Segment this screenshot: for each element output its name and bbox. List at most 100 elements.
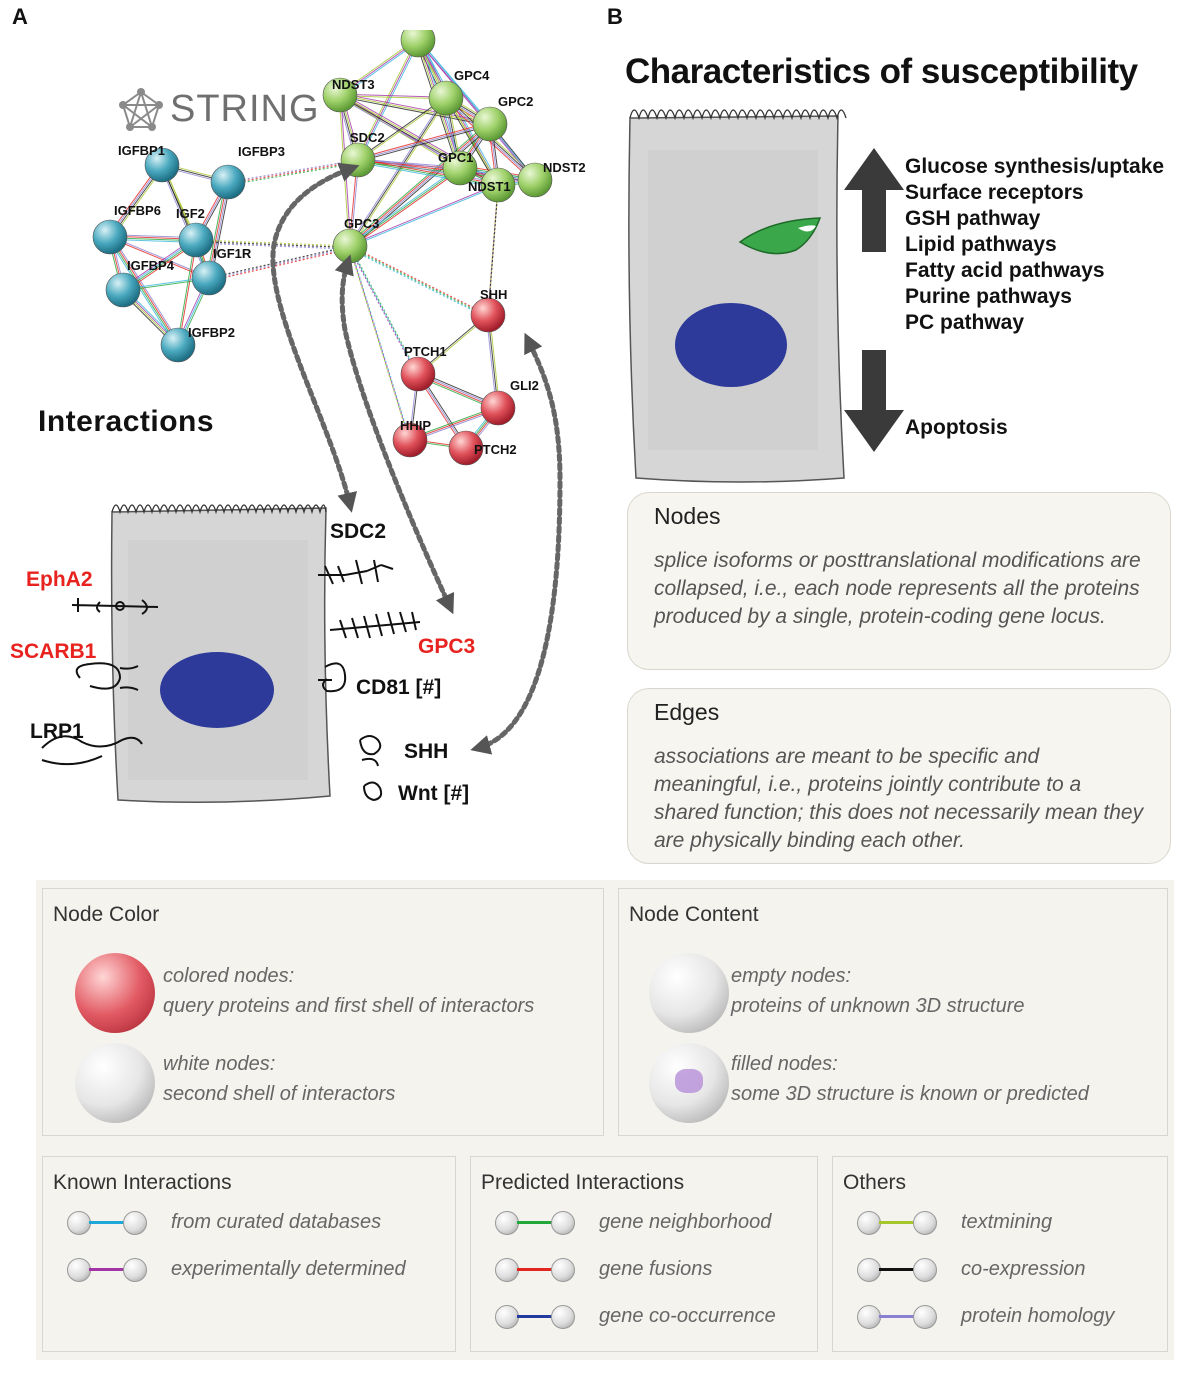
arrow-sdc2	[270, 162, 360, 513]
legend-interaction-label: gene co-occurrence	[599, 1305, 776, 1327]
network-edges	[107, 38, 537, 450]
edges-info-box: Edges associations are meant to be speci…	[627, 688, 1171, 864]
network-edge	[350, 124, 491, 247]
node-label-ptch2: PTCH2	[474, 442, 517, 457]
panel-label-b: B	[607, 4, 623, 29]
string-logo-text: STRING	[170, 88, 320, 130]
label-shh: SHH	[404, 740, 449, 763]
node-label-ptch1: PTCH1	[404, 344, 447, 359]
cell-b-nucleus	[675, 303, 787, 387]
node-gli2	[480, 390, 516, 426]
legend-text: white nodes:	[163, 1053, 276, 1075]
up-item: Surface receptors	[905, 181, 1084, 204]
legend-colored-nodes: colored nodes: query proteins and first …	[163, 961, 534, 1021]
network-edge	[351, 125, 492, 249]
node-label-hhip: HHIP	[400, 418, 431, 433]
edge-sample-gene-fusions	[495, 1256, 585, 1282]
node-igfbp4	[105, 272, 141, 308]
white-node-icon	[75, 1043, 155, 1123]
cell-a	[41, 504, 421, 803]
network-edge	[357, 160, 498, 187]
colored-node-icon	[75, 953, 155, 1033]
upregulated-list: Glucose synthesis/uptake Surface recepto…	[905, 154, 1164, 336]
legend-text: query proteins and first shell of intera…	[163, 995, 535, 1017]
node-label-shh: SHH	[480, 287, 507, 302]
down-arrow-icon	[844, 350, 904, 452]
arrow-shh	[470, 332, 563, 755]
node-label-ndst2: NDST2	[543, 160, 586, 175]
network-edge	[208, 246, 351, 281]
node-label-igf1r: IGF1R	[213, 246, 252, 261]
network-edge	[108, 237, 178, 346]
node-igf1r	[191, 260, 227, 296]
node-label-igf2: IGF2	[176, 206, 205, 221]
network-edge	[348, 96, 446, 246]
empty-node-icon	[649, 953, 729, 1033]
network-edge	[110, 235, 210, 278]
up-arrow-icon	[844, 148, 904, 252]
network-edge	[358, 98, 447, 162]
network-edge	[487, 187, 499, 319]
network-edge	[110, 236, 180, 345]
node-ndst3	[322, 77, 358, 113]
string-legend: Node Color colored nodes: query proteins…	[36, 880, 1174, 1360]
up-item: GSH pathway	[905, 207, 1041, 230]
node-label-gpc3: GPC3	[344, 216, 379, 231]
network-edge	[208, 248, 351, 282]
legend-text: filled nodes:	[731, 1053, 838, 1075]
network-edge	[358, 125, 491, 163]
dashed-arrows	[270, 162, 563, 755]
network-edge	[349, 123, 490, 246]
up-item: Fatty acid pathways	[905, 259, 1105, 282]
network-edge	[418, 39, 536, 180]
legend-known-title: Known Interactions	[53, 1171, 232, 1194]
network-edge	[358, 40, 420, 161]
legend-interaction-label: from curated databases	[171, 1211, 382, 1233]
node-gpc3	[332, 228, 368, 264]
legend-node-color: Node Color colored nodes: query proteins…	[42, 888, 604, 1136]
network-edge	[227, 159, 359, 183]
network-edge	[350, 168, 462, 248]
legend-interaction-label: gene fusions	[599, 1258, 713, 1280]
legend-node-content: Node Content empty nodes: proteins of un…	[618, 888, 1168, 1136]
edge-sample-textmining	[857, 1209, 947, 1235]
characteristics-title: Characteristics of susceptibility	[625, 52, 1138, 91]
label-scarb1: SCARB1	[10, 640, 97, 663]
label-lrp1: LRP1	[30, 720, 84, 743]
up-item: Glucose synthesis/uptake	[905, 155, 1165, 178]
network-edge	[340, 92, 491, 123]
string-network-diagram: NDST4NDST3GPC4GPC2SDC2GPC1NDST2NDST1GPC3…	[41, 30, 586, 803]
up-item: Lipid pathways	[905, 233, 1057, 256]
network-edge	[358, 158, 499, 185]
edge-sample-gene-neighborhood	[495, 1209, 585, 1235]
edge-sample-gene-co-occurrence	[495, 1303, 585, 1329]
legend-text: second shell of interactors	[163, 1083, 396, 1105]
network-edge	[111, 235, 181, 344]
network-edge	[357, 39, 419, 161]
legend-text: proteins of unknown 3D structure	[731, 995, 1025, 1017]
node-ndst2	[517, 162, 553, 198]
network-edge	[178, 240, 198, 346]
node-label-ndst1: NDST1	[468, 179, 511, 194]
label-gpc3: GPC3	[418, 635, 476, 658]
network-edge	[349, 97, 447, 247]
nodes-info-title: Nodes	[654, 503, 721, 529]
network-edge	[357, 123, 491, 161]
node-gpc4	[428, 80, 464, 116]
string-logo: STRING	[118, 86, 320, 136]
node-ndst4	[400, 30, 436, 58]
node-igf2	[178, 222, 214, 258]
legend-predicted-title: Predicted Interactions	[481, 1171, 685, 1194]
cell-a-nucleus	[160, 652, 274, 728]
edge-sample-protein-homology	[857, 1303, 947, 1329]
network-edge	[160, 165, 208, 279]
node-shh	[470, 297, 506, 333]
string-network-icon	[119, 88, 163, 131]
node-label-gli2: GLI2	[510, 378, 539, 393]
edge-sample-co-expression	[857, 1256, 947, 1282]
up-item: PC pathway	[905, 311, 1025, 334]
node-label-ndst3: NDST3	[332, 77, 375, 92]
network-edge	[357, 161, 498, 188]
network-edge	[358, 157, 499, 184]
